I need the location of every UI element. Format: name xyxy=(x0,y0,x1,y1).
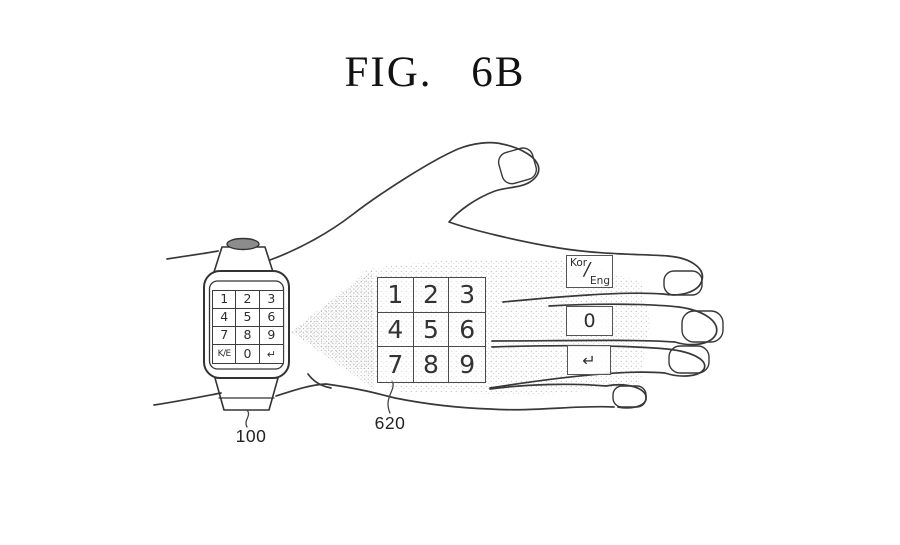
arm-top-line xyxy=(166,250,219,260)
finger-key-enter[interactable]: ↵ xyxy=(567,345,611,375)
projected-key-4[interactable]: 4 xyxy=(378,312,414,348)
slash-glyph: / xyxy=(584,259,591,280)
projection-spread xyxy=(291,259,650,395)
watch-key-4[interactable]: 4 xyxy=(213,309,237,327)
hand-upper-outline xyxy=(269,141,704,303)
watch-key-5[interactable]: 5 xyxy=(236,309,260,327)
wrist-crease-line xyxy=(307,373,332,389)
leader-line-100 xyxy=(245,409,250,428)
projected-key-3[interactable]: 3 xyxy=(449,278,485,313)
ref-label-100: 100 xyxy=(235,426,267,446)
projected-key-6[interactable]: 6 xyxy=(449,313,485,348)
arm-bottom-line xyxy=(153,392,222,406)
projected-key-9[interactable]: 9 xyxy=(459,350,476,380)
projected-key-7[interactable]: 7 xyxy=(378,347,414,382)
watch-key-1[interactable]: 1 xyxy=(213,291,237,309)
watch-key-kor-eng[interactable]: K/E xyxy=(213,345,237,363)
projection-cone xyxy=(291,270,375,390)
watch-key-9[interactable]: 9 xyxy=(259,327,283,345)
finger-key-zero[interactable]: 0 xyxy=(566,306,613,336)
projected-keypad: 1 2 3 4 5 6 7 8 9 xyxy=(377,277,486,383)
pinky-finger-outline xyxy=(489,383,647,409)
projected-key-1[interactable]: 1 xyxy=(378,278,414,313)
hand-bottom-outline xyxy=(275,383,615,411)
enter-arrow-icon: ↵ xyxy=(582,350,596,370)
figure-title: FIG. 6B xyxy=(344,49,526,96)
eng-label: Eng xyxy=(590,275,610,287)
watch-clasp xyxy=(226,237,260,251)
thumb-nail xyxy=(497,147,538,185)
watch-key-2[interactable]: 2 xyxy=(236,291,260,309)
pinky-finger-nail xyxy=(612,385,647,408)
projected-key-2[interactable]: 2 xyxy=(413,278,450,313)
watch-key-8[interactable]: 8 xyxy=(236,327,260,345)
watch-key-7[interactable]: 7 xyxy=(213,327,237,345)
middle-finger-nail xyxy=(681,310,724,343)
projected-key-5[interactable]: 5 xyxy=(413,312,450,348)
watch-strap-bottom xyxy=(214,377,279,411)
watch-keypad: 1 2 3 4 5 6 7 8 9 K/E 0 ↵ xyxy=(212,290,284,364)
watch-key-6[interactable]: 6 xyxy=(259,309,283,327)
watch-key-enter[interactable]: ↵ xyxy=(266,347,276,361)
projected-key-8[interactable]: 8 xyxy=(414,347,450,382)
index-finger-nail xyxy=(663,270,703,296)
leader-line-620 xyxy=(387,380,394,414)
watch-key-0[interactable]: 0 xyxy=(236,345,260,363)
ring-finger-nail xyxy=(668,345,710,374)
ref-label-620: 620 xyxy=(374,413,406,433)
finger-key-kor-eng[interactable]: Kor / Eng xyxy=(566,255,613,288)
kor-label: Kor xyxy=(570,257,588,269)
watch-strap-top xyxy=(213,246,274,273)
middle-finger-outline xyxy=(491,303,718,346)
watch-key-3[interactable]: 3 xyxy=(259,291,283,309)
